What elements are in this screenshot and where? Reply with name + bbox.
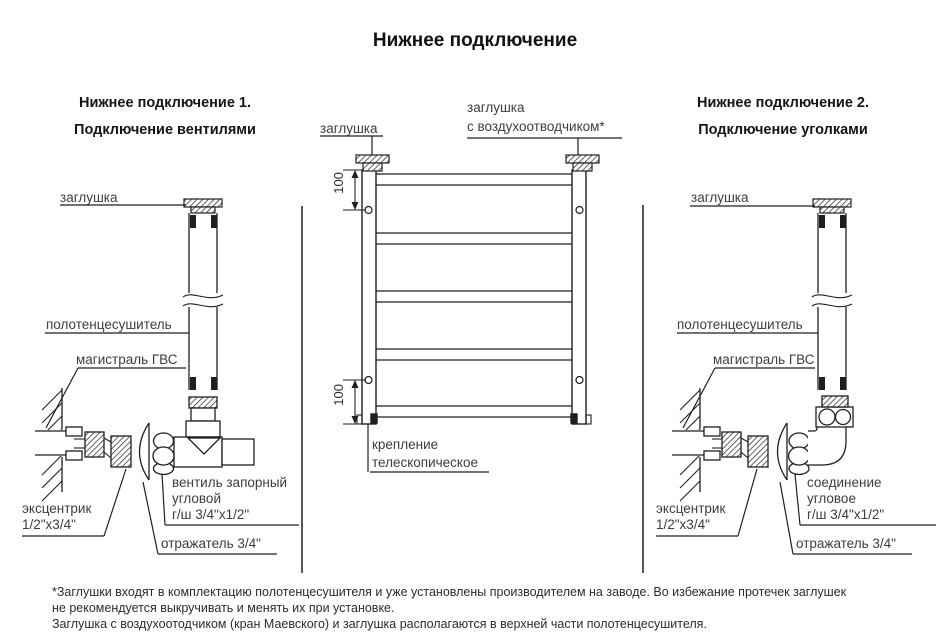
- right-plug-label: заглушка: [691, 190, 749, 205]
- right-elbow-label-2: угловое: [807, 491, 856, 506]
- right-hws-main-label: магистраль ГВС: [713, 352, 815, 367]
- left-reflector-label: отражатель 3/4": [161, 536, 261, 551]
- dimension-bottom-label: 100: [331, 384, 346, 406]
- left-eccentric-label-2: 1/2"х3/4": [22, 517, 76, 532]
- left-towel-rail-label: полотенцесушитель: [46, 317, 172, 332]
- footnote-line1: *Заглушки входят в комплектацию полотенц…: [52, 585, 847, 599]
- mount-label-1: крепление: [372, 437, 439, 452]
- dimension-bottom-100: [343, 379, 366, 425]
- right-elbow-label-3: г/ш 3/4"х1/2": [807, 507, 885, 522]
- mount-label-2: телескопическое: [372, 455, 479, 470]
- right-section-header-line1: Нижнее подключение 2.: [696, 95, 870, 111]
- left-towel-rail-pipe: [182, 198, 224, 390]
- right-eccentric-label-1: эксцентрик: [656, 501, 726, 516]
- footnote-line3: Заглушка с воздухоотодчиком (кран Маевск…: [52, 617, 707, 631]
- left-section-header-line2: Подключение вентилями: [74, 122, 256, 138]
- center-airvent-plug-label-2: с воздухоотводчиком*: [467, 119, 605, 134]
- left-valve-label-1: вентиль запорный: [172, 475, 288, 490]
- right-reflector-label: отражатель 3/4": [796, 536, 896, 551]
- right-towel-rail-pipe: [811, 198, 853, 390]
- left-section-header-line1: Нижнее подключение 1.: [78, 95, 252, 111]
- dimension-top-100: [343, 169, 366, 211]
- right-towel-rail-label: полотенцесушитель: [677, 317, 803, 332]
- footnote-line2: не рекомендуется выкручивать и менять их…: [52, 601, 395, 615]
- right-eccentric-label-2: 1/2"х3/4": [656, 517, 710, 532]
- center-plug-label: заглушка: [320, 121, 378, 136]
- right-elbow-label-1: соединение: [807, 475, 882, 490]
- left-valve-label-2: угловой: [172, 491, 221, 506]
- dimension-top-label: 100: [331, 172, 346, 194]
- right-connection-diagram: [656, 198, 936, 555]
- center-airvent-plug-label-1: заглушка: [467, 100, 525, 115]
- section-dividers: [301, 205, 644, 573]
- left-valve-label-3: г/ш 3/4"х1/2": [172, 507, 250, 522]
- left-connection-diagram: [22, 198, 299, 555]
- left-plug-label: заглушка: [60, 190, 118, 205]
- central-towel-rail: [320, 135, 622, 473]
- left-hws-main-label: магистраль ГВС: [76, 352, 178, 367]
- left-eccentric-label-1: эксцентрик: [22, 501, 92, 516]
- page-title: Нижнее подключение: [372, 30, 578, 51]
- right-section-header-line2: Подключение уголками: [698, 122, 868, 138]
